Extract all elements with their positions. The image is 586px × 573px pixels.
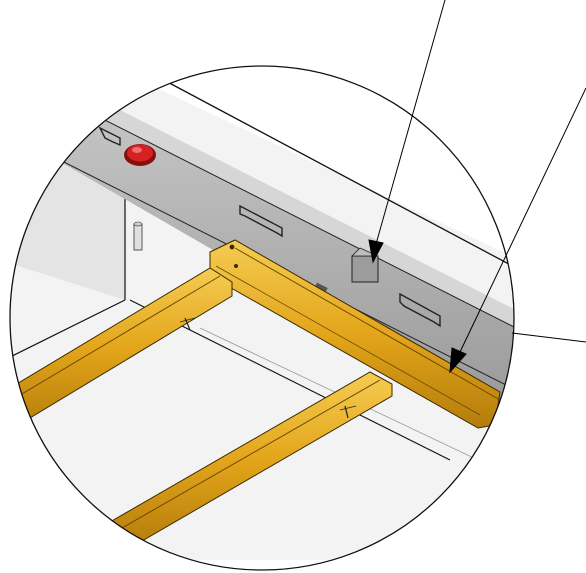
leader-line-bracket: [375, 0, 446, 245]
leader-lines: [368, 0, 586, 374]
rail-slot: [98, 126, 441, 328]
detail-circle-outline: [9, 65, 515, 571]
red-bolt-icon: [124, 144, 156, 166]
back-panel-edge: [159, 77, 514, 271]
slide-left: [10, 267, 233, 431]
arrowhead-icon: [368, 239, 384, 264]
leader-line-slide: [459, 87, 586, 353]
arrowhead-icon: [449, 347, 467, 374]
support-pin: [133, 221, 143, 251]
leader-line-rail: [511, 332, 586, 343]
